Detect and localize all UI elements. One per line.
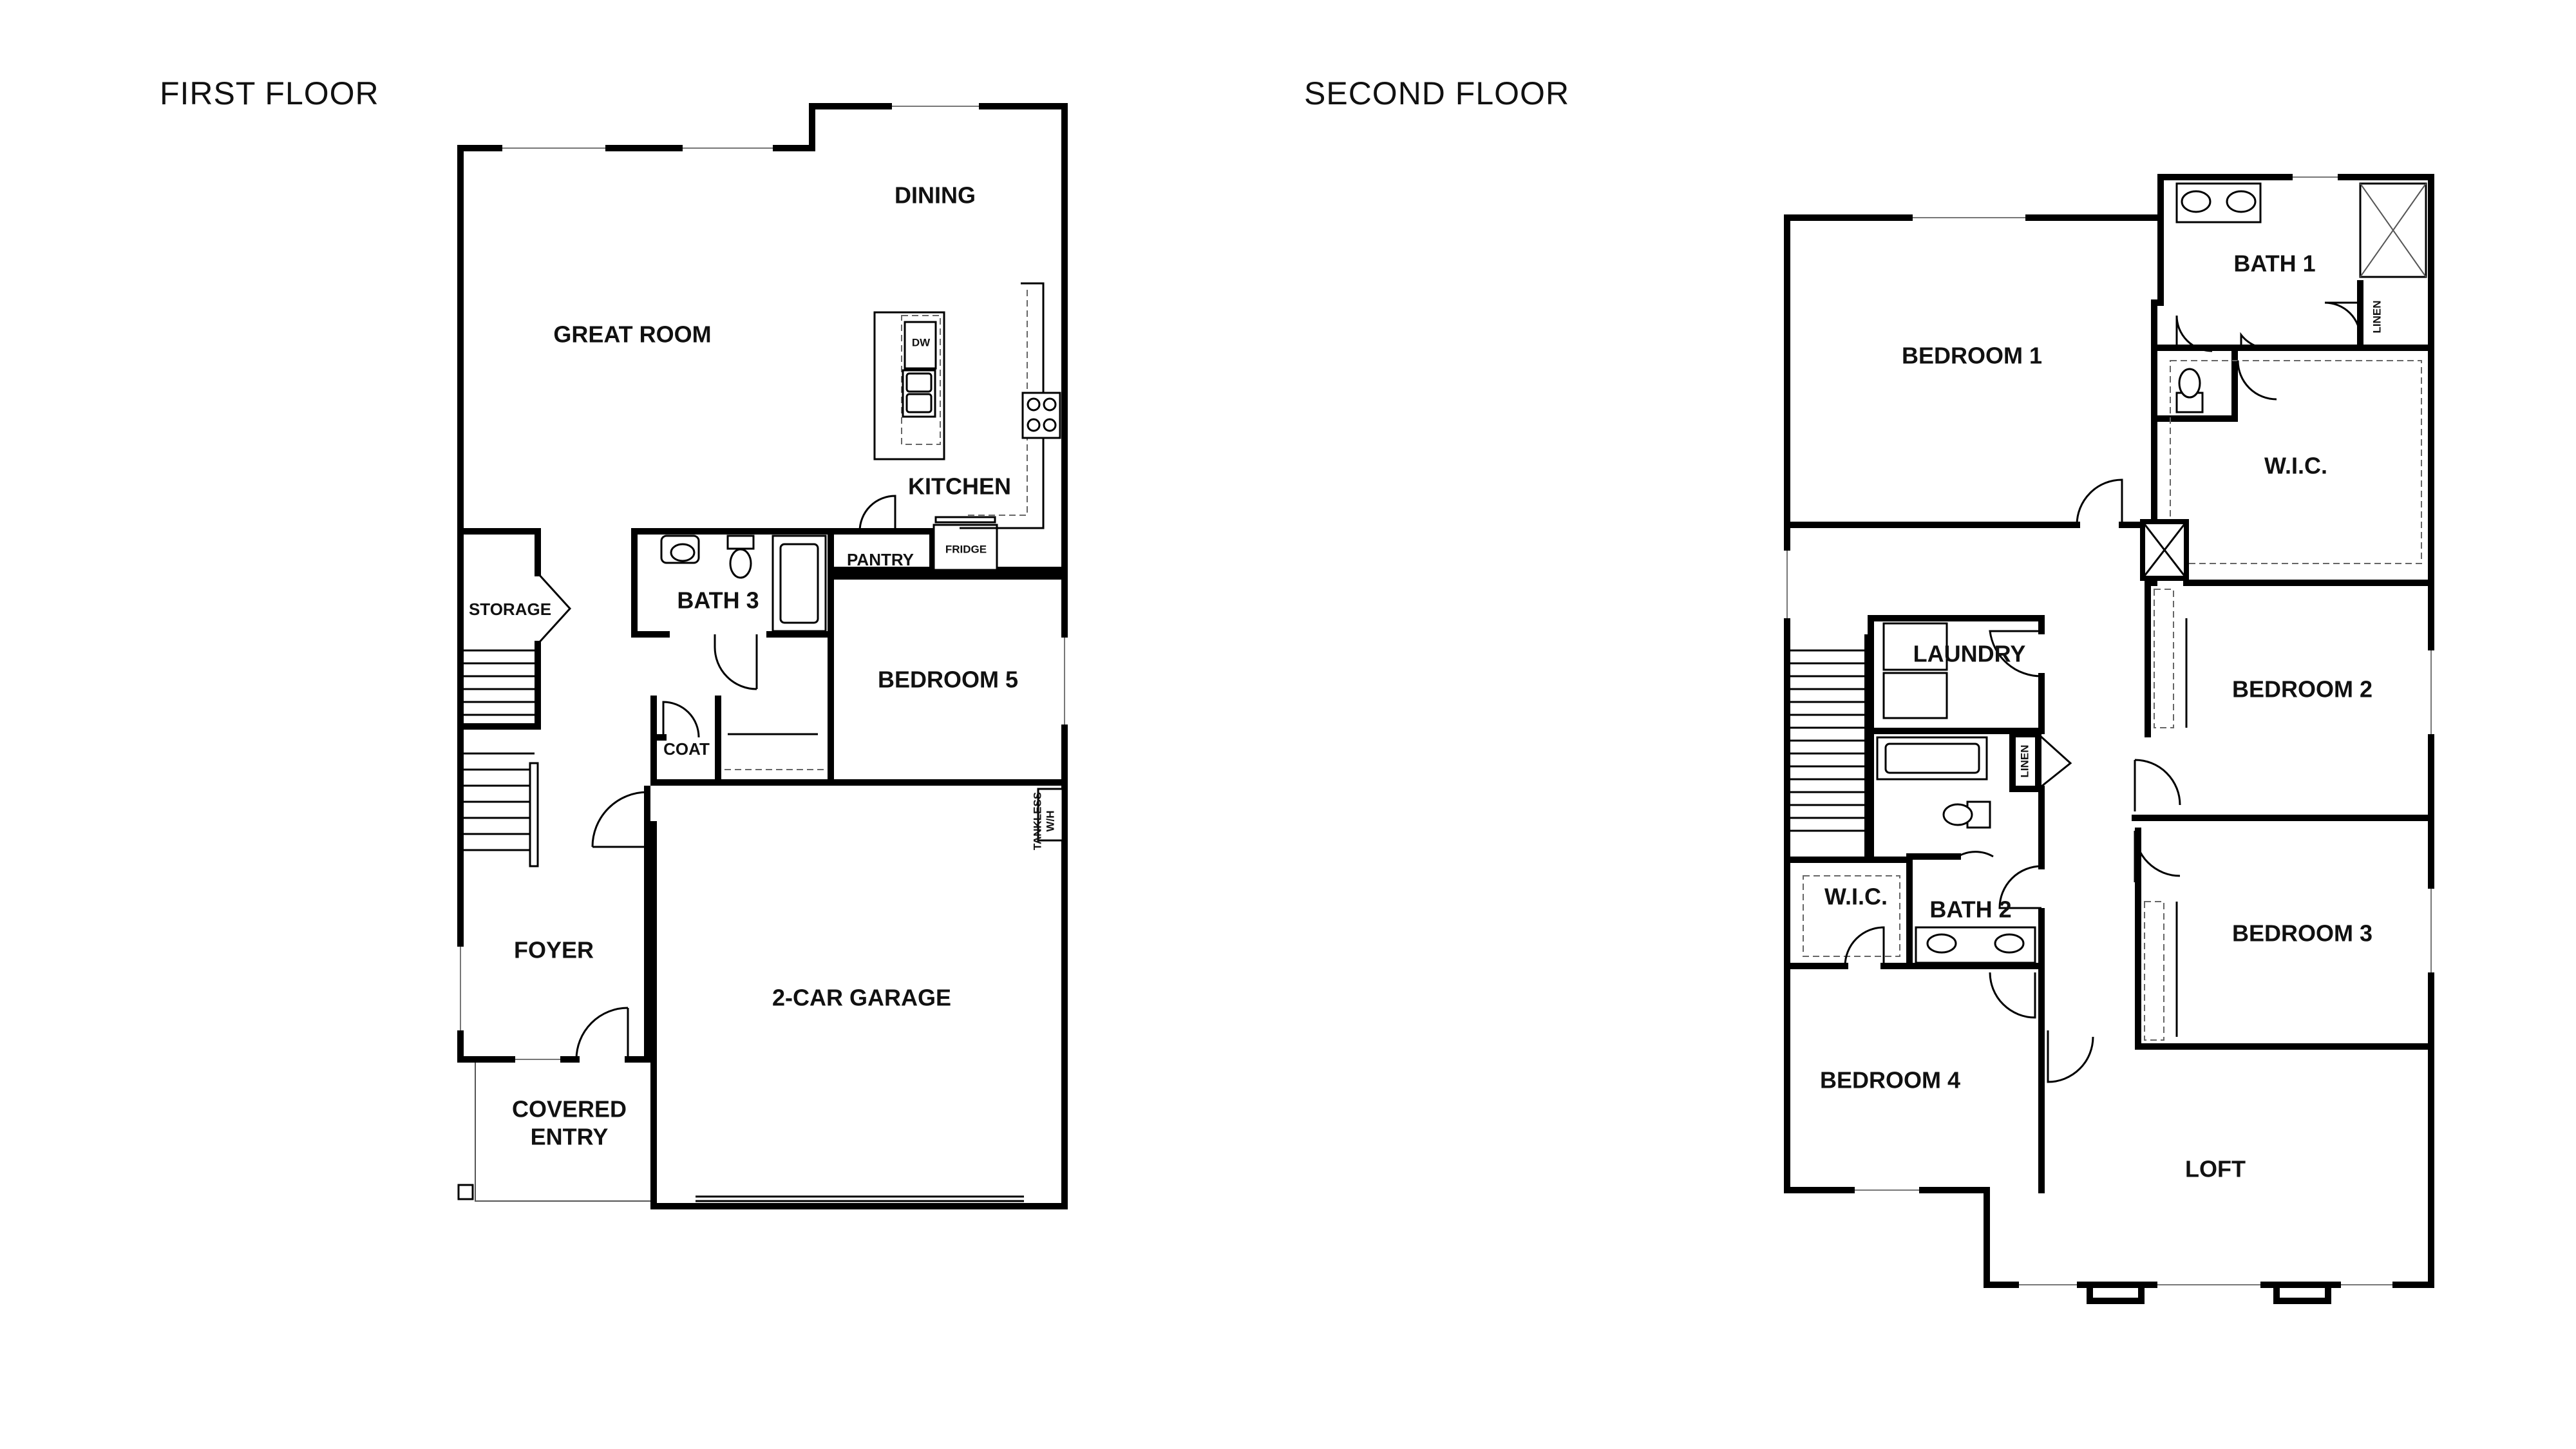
- wic1-label: W.I.C.: [2264, 453, 2327, 479]
- wic2-shelving: [1803, 875, 1900, 957]
- bath2-inner-door[interactable]: [1957, 851, 1994, 858]
- first-floor-stairs: [464, 649, 539, 867]
- coat-door[interactable]: [662, 701, 700, 738]
- wic2-door[interactable]: [1844, 926, 1885, 967]
- porch-post: [457, 1184, 474, 1200]
- great-room-outer-wall: [457, 103, 815, 535]
- range-hood-icon: [934, 516, 996, 524]
- fridge-label: FRIDGE: [945, 543, 987, 555]
- loft-label: LOFT: [2185, 1156, 2246, 1182]
- bath3-sink-icon: [660, 535, 700, 564]
- bath1-door[interactable]: [2240, 332, 2277, 350]
- bath3-toilet-icon: [726, 535, 755, 550]
- pantry-walls: [828, 528, 936, 573]
- wic1-shelving: [2170, 360, 2422, 564]
- bath3-tub-icon: [772, 535, 827, 632]
- bath2-vanity: [1915, 926, 2036, 964]
- bath2-toilet-icon: [1942, 803, 1973, 826]
- dishwasher-box: [904, 321, 937, 370]
- wc-door[interactable]: [2175, 315, 2213, 352]
- linen2-closet: [2009, 731, 2041, 792]
- bedroom5-label: BEDROOM 5: [878, 667, 1018, 693]
- bedroom2-door[interactable]: [2134, 759, 2181, 806]
- dining-label: DINING: [895, 182, 976, 209]
- wc-toilet-icon: [2178, 368, 2201, 399]
- first-floor-outer-wall: [650, 103, 1068, 1209]
- linen2-door[interactable]: [2037, 733, 2072, 790]
- bath3-door[interactable]: [714, 634, 757, 690]
- pantry-door[interactable]: [858, 495, 896, 532]
- garage-entry-door[interactable]: [591, 791, 648, 848]
- bedroom3-label: BEDROOM 3: [2232, 920, 2372, 947]
- bedroom2-closet: [2154, 589, 2174, 728]
- linen1-label: LINEN: [2371, 301, 2383, 334]
- pantry-label: PANTRY: [847, 550, 914, 569]
- foyer-front-wall: [625, 786, 650, 1063]
- laundry-label: LAUNDRY: [1913, 641, 2026, 667]
- water-heater-box: [1037, 788, 1064, 842]
- bedroom3-closet: [2144, 901, 2164, 1041]
- bath2-label: BATH 2: [1929, 896, 2011, 923]
- wh-label: W/H: [1044, 810, 1056, 831]
- great-room-label: GREAT ROOM: [553, 321, 711, 348]
- bath2-door[interactable]: [1998, 865, 2042, 909]
- laundry-door[interactable]: [1989, 630, 2042, 677]
- first-floor-title: FIRST FLOOR: [160, 75, 379, 111]
- kitchen-label: KITCHEN: [908, 473, 1011, 500]
- bedroom2-label: BEDROOM 2: [2232, 676, 2372, 703]
- linen2-label: LINEN: [2018, 745, 2031, 778]
- foyer-label: FOYER: [514, 937, 594, 963]
- loft-door[interactable]: [2047, 1030, 2094, 1083]
- storage-label: STORAGE: [469, 600, 551, 619]
- wic2-label: W.I.C.: [1824, 884, 1888, 910]
- bath1-vanity: [2175, 182, 2262, 223]
- wic1-door[interactable]: [2237, 360, 2277, 401]
- dw-label: DW: [912, 336, 931, 348]
- tankless-label: TANKLESS: [1031, 792, 1043, 850]
- covered-entry-label-line2: ENTRY: [531, 1124, 609, 1150]
- first-floor-plan: DINING GREAT ROOM DW KITCHEN PANTRY FRID…: [457, 102, 1068, 1209]
- laundry-walls: [1868, 615, 2045, 860]
- bedroom3-door[interactable]: [2134, 830, 2181, 877]
- dryer-icon: [1882, 672, 1948, 719]
- storage-door[interactable]: [536, 572, 572, 645]
- bath1-label: BATH 1: [2233, 251, 2315, 277]
- second-floor-title: SECOND FLOOR: [1304, 75, 1569, 111]
- fridge-box: [933, 524, 998, 571]
- covered-entry-label-line1: COVERED: [512, 1096, 627, 1122]
- loft-bay-2: [2273, 1282, 2331, 1304]
- coat-label: COAT: [663, 739, 710, 759]
- linen1-door[interactable]: [2324, 301, 2362, 339]
- bedroom1-door[interactable]: [2076, 478, 2123, 526]
- second-floor-plan: BATH 1 BEDROOM 1 LINEN W.I.C. LAUNDRY LI…: [1783, 173, 2435, 1304]
- covered-entry-outline: [475, 1063, 650, 1202]
- loft-bay-1: [2087, 1282, 2145, 1304]
- garage-label: 2-CAR GARAGE: [772, 985, 951, 1011]
- bath3-label: BATH 3: [677, 587, 759, 614]
- bedroom4-door[interactable]: [1989, 972, 2036, 1019]
- bedroom4-label: BEDROOM 4: [1820, 1067, 1960, 1094]
- bedroom1-label: BEDROOM 1: [1902, 343, 2042, 369]
- front-door[interactable]: [575, 1007, 629, 1060]
- second-floor-stairs: [1790, 634, 1871, 860]
- washer-icon: [1882, 622, 1948, 671]
